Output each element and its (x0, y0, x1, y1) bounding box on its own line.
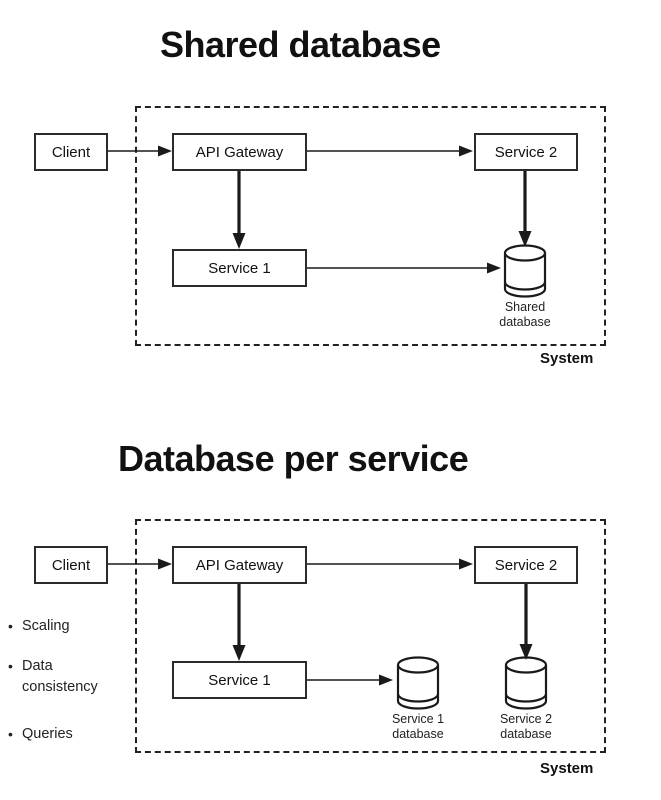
list-item-label: Scaling (22, 618, 70, 634)
database-label-service-2-line1: Service 2 (499, 712, 553, 726)
edge-service-1-to-service-1-db (307, 673, 395, 687)
bullet-marker-icon: • (8, 726, 13, 742)
system-boundary-label-per-service: System (540, 760, 594, 777)
database-cylinder-service-1 (394, 655, 442, 711)
node-api-gateway-per-service[interactable]: API Gateway (172, 546, 307, 584)
database-label-shared-line1: Shared (504, 300, 546, 314)
system-boundary-database-per-service (135, 519, 606, 753)
edge-client-to-api-gateway-per-service (108, 557, 174, 571)
node-service-1-per-service[interactable]: Service 1 (172, 661, 307, 699)
bullet-marker-icon: • (8, 618, 13, 634)
database-label-service-1-line2: database (392, 727, 444, 741)
bullet-marker-icon: • (8, 658, 13, 674)
edge-service-1-to-shared-db (307, 261, 503, 275)
list-item: • Queries (8, 724, 73, 745)
node-api-gateway-shared[interactable]: API Gateway (172, 133, 307, 171)
database-cylinder-service-2 (502, 655, 550, 711)
database-cylinder-shared (501, 243, 549, 299)
node-service-2-per-service[interactable]: Service 2 (474, 546, 578, 584)
list-item: • Scaling (8, 616, 70, 637)
edge-api-gateway-to-service-1-shared (231, 171, 247, 251)
database-label-shared-line2: database (499, 315, 551, 329)
node-client-per-service[interactable]: Client (34, 546, 108, 584)
page-title-database-per-service: Database per service (118, 438, 469, 479)
database-label-service-1-line1: Service 1 (391, 712, 445, 726)
edge-service-2-to-service-2-db (518, 584, 534, 662)
edge-api-gateway-to-service-1-per-service (231, 584, 247, 663)
list-item-label: Queries (22, 726, 73, 742)
edge-client-to-api-gateway-shared (108, 144, 174, 158)
node-service-1-shared[interactable]: Service 1 (172, 249, 307, 287)
edge-service-2-to-shared-db (517, 171, 533, 249)
edge-api-gateway-to-service-2-shared (307, 144, 475, 158)
page-title-shared-database: Shared database (160, 24, 441, 65)
edge-api-gateway-to-service-2-per-service (307, 557, 475, 571)
system-boundary-shared-database (135, 106, 606, 346)
system-boundary-label-shared: System (540, 350, 594, 367)
list-item-label: Data consistency (22, 658, 98, 695)
list-item: • Data consistency (8, 656, 98, 698)
node-client-shared[interactable]: Client (34, 133, 108, 171)
node-service-2-shared[interactable]: Service 2 (474, 133, 578, 171)
database-label-service-2-line2: database (500, 727, 552, 741)
